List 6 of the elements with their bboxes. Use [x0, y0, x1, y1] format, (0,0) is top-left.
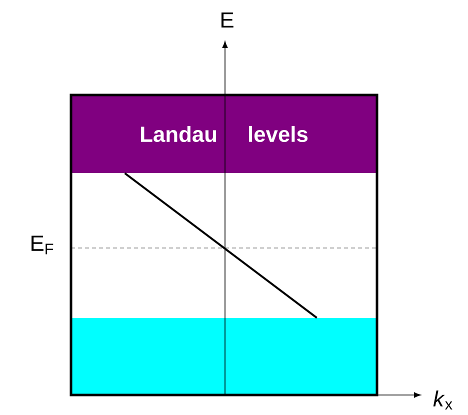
- axis-label: k$_{x}$: [433, 390, 452, 410]
- band-box: Landau levels: [71, 95, 377, 173]
- axis-label: E$_{F}$: [32, 236, 54, 254]
- edge-state-line: [124, 172, 318, 319]
- axis-label: E: [222, 12, 234, 28]
- band-box: [71, 318, 377, 395]
